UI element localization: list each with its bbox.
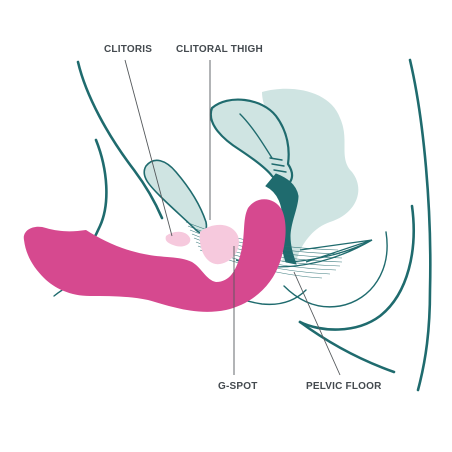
g-spot-label: G-SPOT: [218, 381, 258, 392]
clitoris-highlight: [165, 231, 191, 247]
clitoral-thigh-label: CLITORAL THIGH: [176, 44, 263, 55]
pelvic-floor-label: PELVIC FLOOR: [306, 381, 382, 392]
clitoris-leader: [124, 59, 173, 237]
rectum-shape: [262, 88, 359, 262]
uterus-inner-line: [239, 113, 273, 159]
g-spot-highlight: [199, 224, 239, 265]
toy-shape: [23, 199, 286, 312]
back-outline: [408, 58, 432, 392]
thigh-outline-right: [283, 231, 388, 308]
cervix-stitch: [269, 157, 287, 173]
front-abdomen-outline: [76, 60, 164, 220]
bladder-shape: [143, 159, 208, 234]
lower-leg-outline: [298, 320, 396, 374]
pelvic-floor-leader: [293, 271, 341, 376]
buttock-outline: [298, 204, 415, 331]
clitoris-label: CLITORIS: [104, 44, 152, 55]
